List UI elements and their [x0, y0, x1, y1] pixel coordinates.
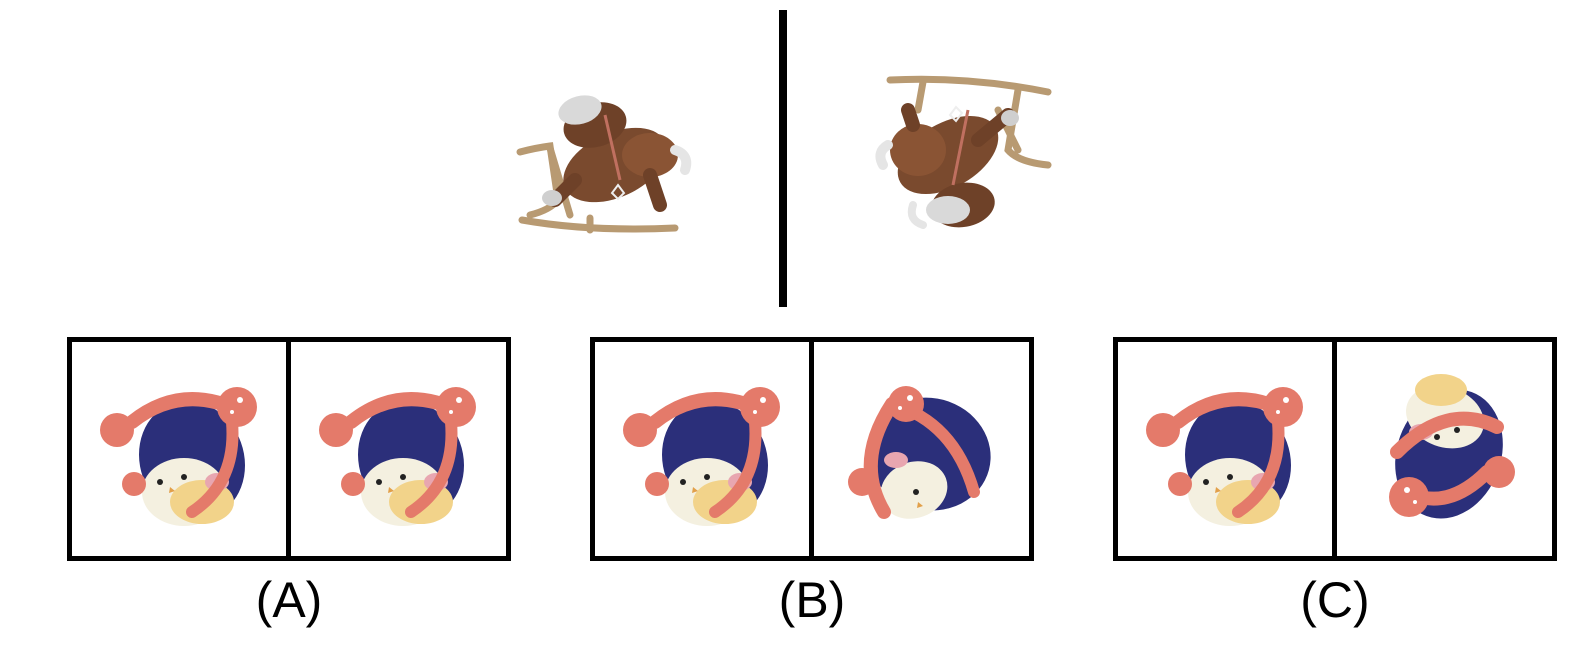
option-c[interactable] [1113, 337, 1557, 561]
rocking-horse-icon [875, 75, 1052, 229]
option-a-right-image [291, 342, 505, 556]
penguin-headphones-icon [100, 387, 257, 526]
penguin-headphones-icon [623, 387, 780, 526]
option-c-left-image [1118, 342, 1332, 556]
reference-left-image [510, 70, 700, 240]
penguin-headphones-icon [319, 387, 476, 526]
option-c-label: (C) [1300, 572, 1370, 628]
option-a[interactable] [67, 337, 511, 561]
option-a-left-image [72, 342, 286, 556]
option-c-split [1332, 337, 1337, 561]
option-b-label: (B) [778, 572, 846, 628]
reference-divider [779, 10, 787, 307]
penguin-headphones-icon [1146, 387, 1303, 526]
option-b-right-image [814, 342, 1028, 556]
rocking-horse-icon [516, 95, 692, 234]
option-c-right-image [1337, 342, 1551, 556]
option-a-label: (A) [255, 572, 323, 628]
option-a-split [286, 337, 291, 561]
penguin-headphones-icon [1389, 374, 1515, 519]
option-b-left-image [595, 342, 809, 556]
option-b[interactable] [590, 337, 1034, 561]
reference-right-image [868, 70, 1058, 245]
penguin-headphones-icon [848, 386, 991, 519]
option-b-split [809, 337, 814, 561]
